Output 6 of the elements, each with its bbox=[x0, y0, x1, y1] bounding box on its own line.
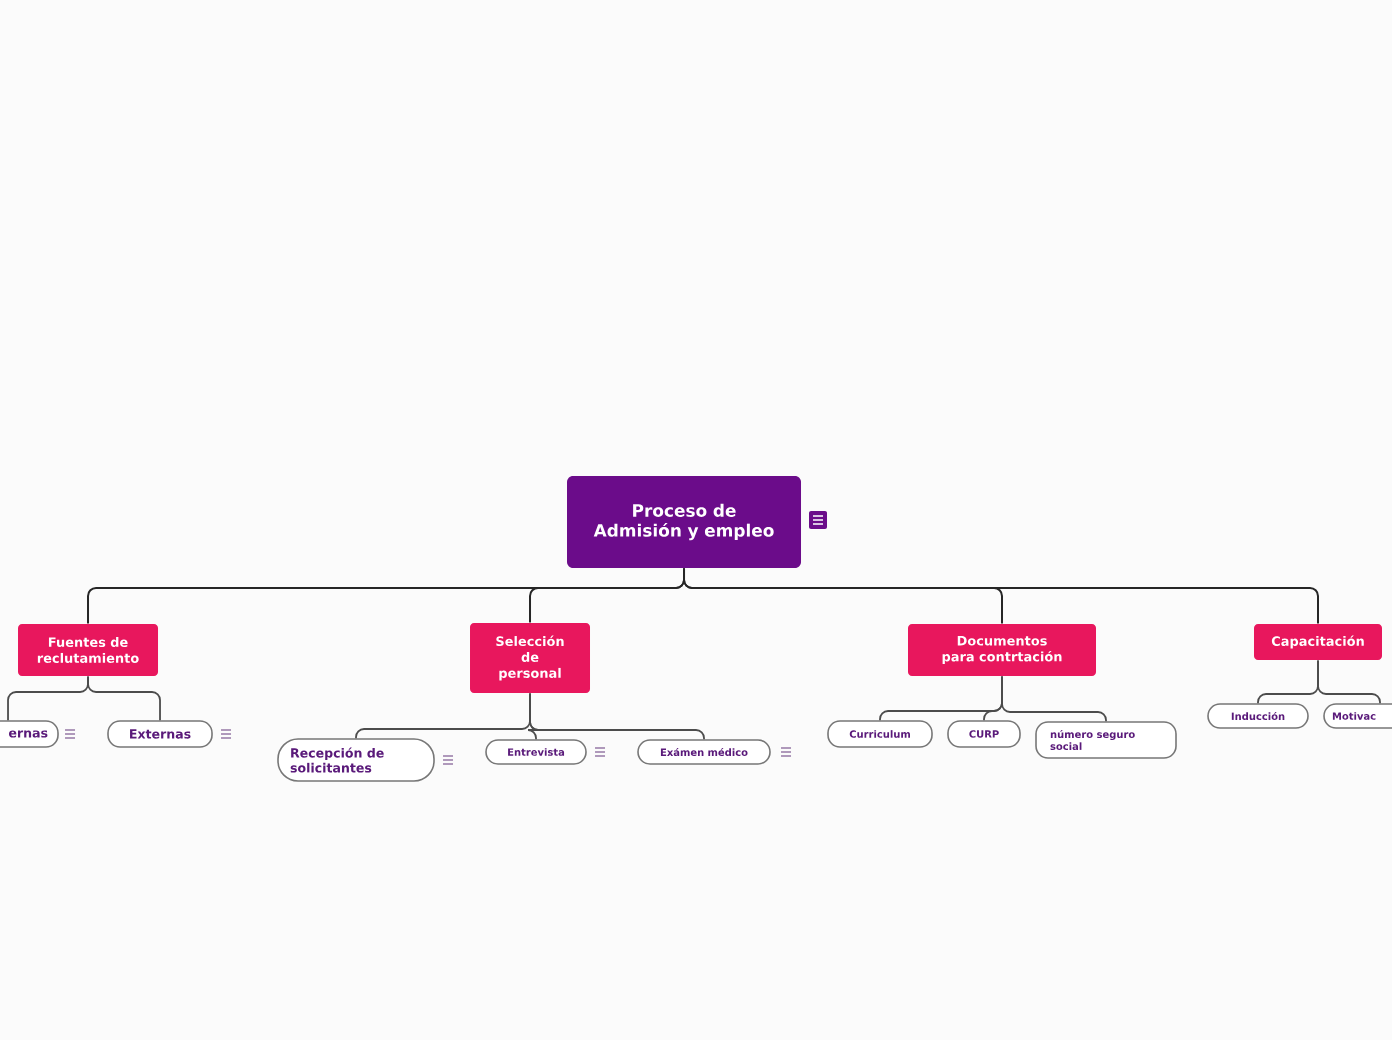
topic-box: Proceso de Admisión y empleo bbox=[567, 476, 801, 568]
connector bbox=[1001, 675, 1107, 723]
connector bbox=[87, 675, 161, 722]
connector bbox=[1317, 659, 1381, 705]
connector bbox=[529, 692, 705, 741]
connector bbox=[683, 567, 1319, 625]
